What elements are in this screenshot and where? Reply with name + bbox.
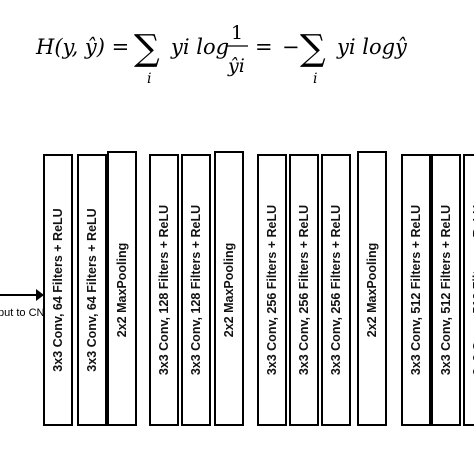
- conv-layer-block: [401, 154, 431, 426]
- layer-label: 3x3 Conv, 256 Filters + ReLU: [329, 205, 343, 375]
- layer-label: 2x2 MaxPooling: [222, 243, 236, 337]
- layer-label: 3x3 Conv, 256 Filters + ReLU: [297, 205, 311, 375]
- layer-label: 3x3 Conv, 128 Filters + ReLU: [157, 205, 171, 375]
- conv-layer-block: [43, 154, 73, 426]
- sum-index: i: [147, 71, 151, 87]
- conv-layer-block: [181, 154, 211, 426]
- arrowhead: [36, 289, 44, 301]
- layer-label: 3x3 Conv, 512 Filters + ReLU: [439, 205, 453, 375]
- maxpool-layer-block: [357, 151, 387, 426]
- formula-equals: =: [255, 35, 273, 59]
- layer-label: 3x3 Conv, 128 Filters + ReLU: [189, 205, 203, 375]
- input-arrow: [0, 289, 44, 301]
- maxpool-layer-block: [214, 151, 244, 426]
- layer-label: 2x2 MaxPooling: [115, 243, 129, 337]
- layer-label: 3x3 Conv, 512 Filters + ReLU: [471, 205, 474, 375]
- layer-label: 3x3 Conv, 64 Filters + ReLU: [51, 208, 65, 371]
- cross-entropy-formula: H(y, ŷ) = ∑ i yi log 1 ŷi = − ∑ i yi log…: [35, 22, 408, 87]
- conv-layer-block: [289, 154, 319, 426]
- layer-label: 3x3 Conv, 256 Filters + ReLU: [265, 205, 279, 375]
- conv-layer-block: [77, 154, 107, 426]
- summation-symbol: ∑: [134, 28, 160, 69]
- formula-term-1: yi log: [170, 35, 229, 59]
- maxpool-layer-block: [107, 151, 137, 426]
- input-label: put to CNN: [0, 307, 52, 319]
- fraction-numerator: 1: [231, 22, 243, 44]
- layer-label: 3x3 Conv, 64 Filters + ReLU: [85, 208, 99, 371]
- conv-layer-block: [463, 154, 474, 426]
- conv-layer-block: [431, 154, 461, 426]
- cnn-layer-blocks: 3x3 Conv, 64 Filters + ReLU 3x3 Conv, 64 …: [43, 151, 474, 426]
- summation-symbol: ∑: [300, 28, 326, 69]
- conv-layer-block: [321, 154, 351, 426]
- sum-index: i: [313, 71, 317, 87]
- layer-label: 3x3 Conv, 512 Filters + ReLU: [409, 205, 423, 375]
- conv-layer-block: [149, 154, 179, 426]
- conv-layer-block: [257, 154, 287, 426]
- formula-lhs: H(y, ŷ) =: [35, 35, 129, 59]
- layer-label: 2x2 MaxPooling: [365, 243, 379, 337]
- fraction-denominator: ŷi: [227, 55, 245, 77]
- formula-minus: −: [282, 35, 300, 59]
- formula-term-2: yi logŷ: [336, 35, 408, 59]
